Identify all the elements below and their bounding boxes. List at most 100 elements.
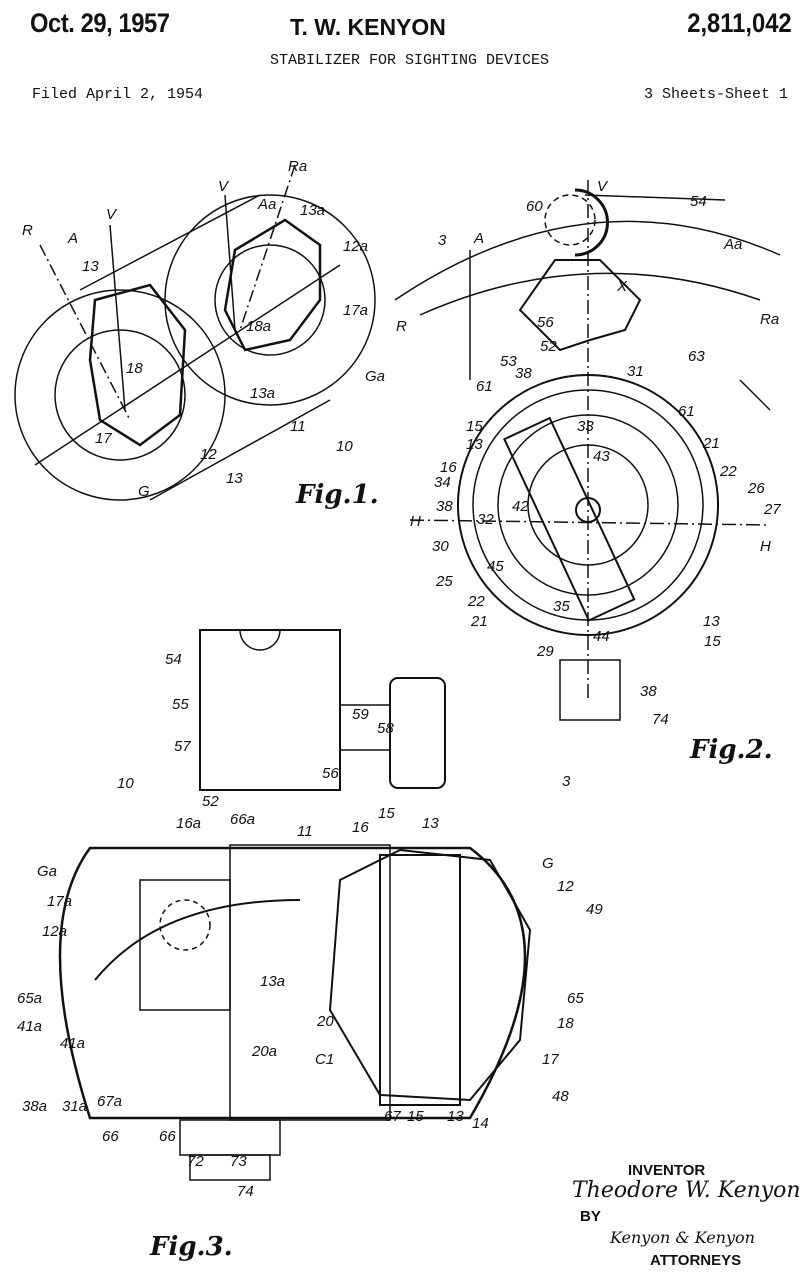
fig3-reference-numeral: 12 <box>557 878 574 895</box>
fig2-reference-numeral: 38 <box>640 683 657 700</box>
fig1-drawing <box>14 164 376 501</box>
fig3-reference-numeral: 65 <box>567 990 584 1007</box>
fig1-reference-numeral: 13 <box>226 470 243 487</box>
fig2-reference-numeral: 61 <box>476 378 493 395</box>
fig2-reference-numeral: 21 <box>703 435 720 452</box>
fig3-reference-numeral: 59 <box>352 706 369 723</box>
fig3-reference-numeral: G <box>542 855 554 872</box>
fig2-reference-numeral: 15 <box>466 418 483 435</box>
fig2-reference-numeral: 22 <box>720 463 737 480</box>
fig3-label: Fig.3. <box>150 1232 233 1262</box>
fig2-reference-numeral: V <box>597 178 608 195</box>
sheet-count: 3 Sheets-Sheet 1 <box>643 86 788 103</box>
fig3-reference-numeral: 54 <box>165 651 182 668</box>
fig3-reference-numeral: 66 <box>159 1128 176 1145</box>
fig2-reference-numeral: 31 <box>627 363 644 380</box>
fig3-reference-numeral: 65a <box>17 990 43 1007</box>
inventor-signature: Theodore W. Kenyon <box>572 1178 801 1203</box>
fig1-reference-numeral: V <box>218 178 229 195</box>
fig2-reference-numeral: Ra <box>760 311 780 328</box>
fig3-reference-numeral: 48 <box>552 1088 569 1105</box>
fig2-reference-numeral: 38 <box>515 365 532 382</box>
fig1-reference-numeral: 12a <box>343 238 369 255</box>
fig3-reference-numeral: 66a <box>230 811 256 828</box>
fig1-reference-numeral: 13a <box>300 202 326 219</box>
fig2-reference-numeral: 34 <box>434 474 451 491</box>
fig2-reference-numeral: X <box>617 278 628 295</box>
fig2-reference-numeral: 60 <box>526 198 543 215</box>
fig3-reference-numeral: 10 <box>117 775 134 792</box>
fig2-reference-numeral: 13 <box>703 613 720 630</box>
fig3-reference-numeral: 18 <box>557 1015 574 1032</box>
fig2-reference-numeral: 44 <box>593 628 610 645</box>
fig1-reference-numeral: Ra <box>288 158 308 175</box>
fig3-reference-numeral: 66 <box>102 1128 119 1145</box>
fig2-reference-numeral: 27 <box>764 501 781 518</box>
fig2-reference-numeral: 15 <box>704 633 721 650</box>
fig3-reference-numeral: C1 <box>315 1051 335 1068</box>
fig1-reference-numeral: R <box>22 222 33 239</box>
fig3-reference-numeral: 58 <box>377 720 394 737</box>
fig2-reference-numeral: 42 <box>512 498 529 515</box>
fig2-reference-numeral: H <box>760 538 771 555</box>
fig2-reference-numeral: 74 <box>652 711 669 728</box>
fig3-reference-numeral: Ga <box>37 863 58 880</box>
fig2-reference-numeral: 45 <box>487 558 504 575</box>
fig2-reference-numeral: 61 <box>678 403 695 420</box>
fig2-reference-numeral: 56 <box>537 314 554 331</box>
fig2-reference-numeral: 38 <box>436 498 453 515</box>
fig1-reference-numeral: 18 <box>126 360 143 377</box>
fig2-reference-numeral: H <box>410 513 421 530</box>
attorneys-label: ATTORNEYS <box>650 1252 742 1269</box>
fig3-reference-numeral: 16a <box>176 815 202 832</box>
patent-number: 2,811,042 <box>687 8 792 38</box>
fig2-reference-numeral: 22 <box>468 593 485 610</box>
fig1-reference-numeral: 11 <box>290 418 306 435</box>
fig3-drawing <box>58 629 532 1181</box>
fig1-reference-numeral: Aa <box>258 196 277 213</box>
fig3-reference-numeral: 13 <box>422 815 439 832</box>
fig2-reference-numeral: 13 <box>466 436 483 453</box>
fig2-reference-numeral: 30 <box>432 538 449 555</box>
fig2-reference-numeral: 32 <box>477 511 494 528</box>
fig2-reference-numeral: 52 <box>540 338 557 355</box>
fig2-reference-numeral: 54 <box>690 193 707 210</box>
fig3-reference-numeral: 12a <box>42 923 68 940</box>
fig2-reference-numeral: 43 <box>593 448 610 465</box>
fig2-label: Fig.2. <box>690 735 773 765</box>
patent-date: Oct. 29, 1957 <box>30 8 170 38</box>
fig2-reference-numeral: 21 <box>471 613 488 630</box>
fig3-reference-numeral: 41a <box>60 1035 86 1052</box>
fig2-reference-numeral: 3 <box>438 232 447 249</box>
fig3-reference-numeral: 17 <box>542 1051 559 1068</box>
fig2-reference-numeral: 35 <box>553 598 570 615</box>
fig3-reference-numeral: 72 <box>187 1153 204 1170</box>
fig3-reference-numeral: 14 <box>472 1115 489 1132</box>
fig2-reference-numeral: 16 <box>440 459 457 476</box>
fig2-reference-numeral: Aa <box>724 236 743 253</box>
fig3-reference-numeral: 13a <box>260 973 286 990</box>
fig2-reference-numeral: 53 <box>500 353 517 370</box>
fig2-drawing <box>394 180 781 721</box>
fig3-reference-numeral: 15 <box>378 805 395 822</box>
fig2-reference-numeral: 29 <box>537 643 554 660</box>
fig1-reference-numeral: 12 <box>200 446 217 463</box>
fig1-reference-numeral: 10 <box>336 438 353 455</box>
fig3-reference-numeral: 74 <box>237 1183 254 1200</box>
inventor-heading: T. W. KENYON <box>290 14 446 40</box>
attorney-signature: Kenyon & Kenyon <box>610 1228 755 1247</box>
inventor-label: INVENTOR <box>628 1162 706 1179</box>
filed-date: Filed April 2, 1954 <box>32 86 204 103</box>
fig3-reference-numeral: 20 <box>317 1013 334 1030</box>
fig1-reference-numeral: Ga <box>365 368 386 385</box>
fig1-label: Fig.1. <box>296 480 379 510</box>
fig2-reference-numeral: 25 <box>436 573 453 590</box>
fig3-reference-numeral: 52 <box>202 793 219 810</box>
fig1-reference-numeral: 13a <box>250 385 276 402</box>
fig3-reference-numeral: 41a <box>17 1018 43 1035</box>
fig3-reference-numeral: 55 <box>172 696 189 713</box>
fig3-reference-numeral: 49 <box>586 901 603 918</box>
fig1-reference-numeral: A <box>68 230 79 247</box>
fig2-reference-numeral: 3 <box>562 773 571 790</box>
patent-title: STABILIZER FOR SIGHTING DEVICES <box>270 52 550 69</box>
